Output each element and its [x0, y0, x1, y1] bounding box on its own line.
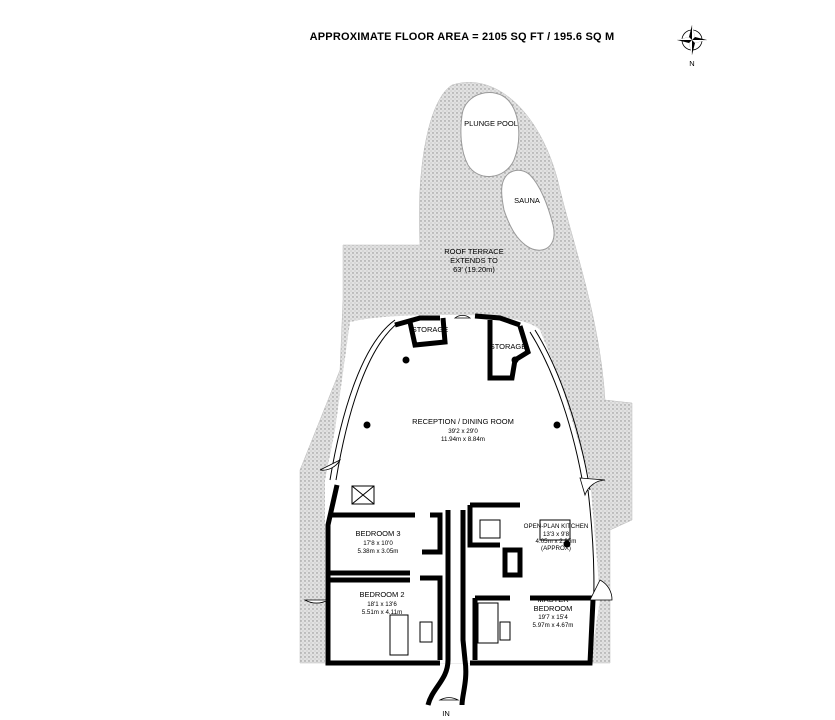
column [553, 421, 561, 429]
master-imperial: 19'7 x 15'4 [538, 614, 568, 621]
master-wc [499, 621, 511, 641]
master-walls [472, 595, 595, 660]
reception-metric: 11.94m x 8.84m [441, 436, 485, 443]
storage-left-label: STORAGE [412, 325, 449, 334]
compass-rose-icon [677, 25, 707, 55]
bedroom2-bath [389, 614, 409, 656]
kitchen-imperial: 13'3 x 9'8 [543, 531, 570, 538]
storage-right-walls [487, 320, 531, 381]
outer-wall-bottom-right [470, 599, 596, 666]
outer-wall-left [325, 484, 440, 666]
roof-terrace-line3: 63' (19.20m) [453, 265, 495, 274]
bedroom3-metric: 5.38m x 3.05m [358, 548, 399, 555]
bedroom3-imperial: 17'8 x 10'0 [363, 540, 393, 547]
kitchen-metric: 4.05m x 2.95m [536, 538, 577, 545]
corridor-left-wall [425, 510, 451, 706]
compass-north-label: N [689, 59, 694, 68]
corridor-right-wall [459, 510, 469, 706]
master-bath [477, 602, 499, 644]
bedroom2-label: BEDROOM 2 [359, 590, 404, 599]
kitchen-note: (APPROX) [541, 545, 571, 552]
utility-box [479, 519, 501, 539]
outer-wall-top [394, 313, 521, 328]
right-glazing [534, 329, 591, 491]
floor-area-title: APPROXIMATE FLOOR AREA = 2105 SQ FT / 19… [309, 31, 615, 43]
door-terrace-right [579, 477, 606, 497]
reception-label: RECEPTION / DINING ROOM [412, 417, 514, 426]
plunge-pool-shape [460, 92, 520, 177]
column [511, 356, 519, 364]
master-line2: BEDROOM [534, 604, 573, 613]
door-entrance [438, 697, 460, 701]
skylight-cross [351, 485, 375, 505]
right-glazing-inner [529, 331, 585, 491]
entrance-label: IN [442, 709, 450, 718]
kitchen-label: OPEN-PLAN KITCHEN [524, 523, 589, 530]
master-metric: 5.97m x 4.67m [533, 622, 574, 629]
column [363, 421, 371, 429]
bedroom2-metric: 5.51m x 4.11m [362, 609, 402, 616]
door-terrace-left [319, 459, 341, 471]
kitchen-counter [539, 519, 571, 541]
left-glazing-inner [335, 321, 400, 481]
storage-left-walls [407, 317, 448, 348]
bedroom3-walls [330, 512, 443, 576]
storage-right-label: STORAGE [490, 342, 527, 351]
door-storage [453, 314, 472, 319]
column [563, 540, 571, 548]
door-master [589, 579, 613, 601]
plunge-pool-label: PLUNGE POOL [464, 119, 518, 128]
roof-terrace-label: ROOF TERRACE [444, 247, 503, 256]
bedroom2-walls [330, 575, 443, 660]
roof-terrace-line2: EXTENDS TO [450, 256, 498, 265]
left-glazing [329, 319, 396, 481]
kitchen-walls [467, 502, 523, 578]
bedroom3-label: BEDROOM 3 [355, 529, 400, 538]
bedroom2-wc [419, 621, 433, 643]
sauna-shape [501, 169, 555, 251]
bedroom2-imperial: 18'1 x 13'6 [367, 601, 397, 608]
door-bedroom2 [303, 599, 330, 604]
reception-imperial: 39'2 x 29'0 [448, 428, 478, 435]
column [402, 356, 410, 364]
sauna-label: SAUNA [514, 196, 540, 205]
apartment-floor [325, 315, 600, 663]
skylight-box [351, 485, 375, 505]
master-label: MASTER [537, 595, 569, 604]
